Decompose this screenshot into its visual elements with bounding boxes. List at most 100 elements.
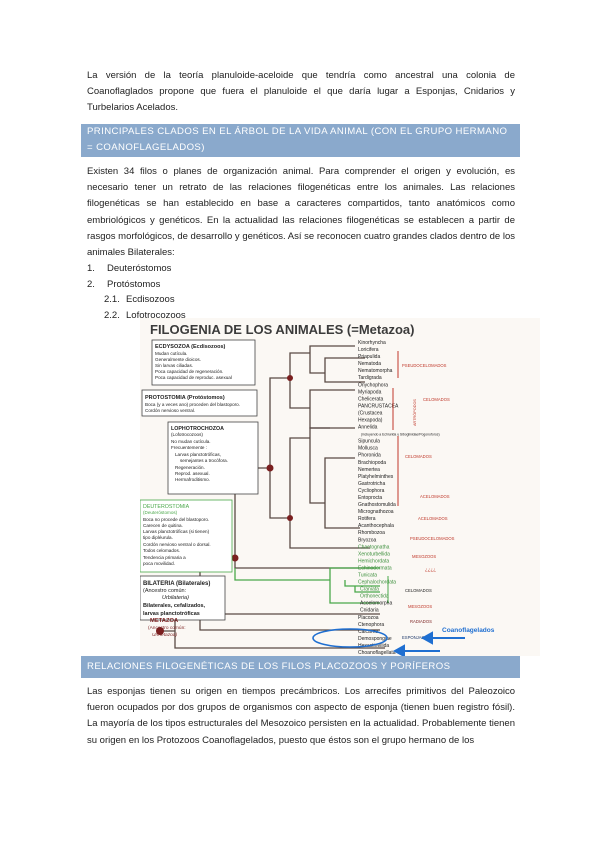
taxon-label: Nemertea — [358, 467, 380, 473]
svg-text:DEUTEROSTOMIA: DEUTEROSTOMIA — [143, 504, 190, 510]
taxon-label: Micrognathozoa — [358, 509, 394, 515]
taxon-label: Platyhelminthes — [358, 474, 394, 480]
taxon-label: Rhombozoa — [358, 530, 385, 536]
figure-title: FILOGENIA DE LOS ANIMALES (=Metazoa) — [150, 322, 414, 337]
svg-text:tipo dipléurula.: tipo dipléurula. — [143, 535, 173, 540]
section-body-placozoos: Las esponjas tienen su origen en tiempos… — [87, 686, 515, 746]
svg-text:MESOZOOS: MESOZOOS — [412, 554, 436, 559]
svg-text:Larvas planctotróficas,: Larvas planctotróficas, — [175, 452, 221, 457]
annotation-boxes: ECDYSOZOA (Ecdisozoos) Mudan cutícula. G… — [139, 339, 259, 638]
svg-text:Frecuentemente :: Frecuentemente : — [171, 445, 207, 450]
deuterostomia-box — [139, 499, 233, 573]
taxon-label: Entoprocta — [358, 495, 382, 501]
section-heading-placozoos: RELACIONES FILOGENÉTICAS DE LOS FILOS PL… — [81, 656, 520, 678]
taxon-label: Echinodermata — [358, 566, 392, 572]
svg-text:Generalmente dioicos.: Generalmente dioicos. — [155, 357, 201, 362]
section-heading-clados: PRINCIPALES CLADOS EN EL ÁRBOL DE LA VID… — [81, 124, 520, 157]
sponges-highlight — [312, 628, 388, 648]
svg-text:Regeneración.: Regeneración. — [175, 465, 205, 470]
taxon-label: (incluyendo a Echiurida y Siboglinidae/P… — [361, 433, 440, 437]
bilateria-box — [139, 575, 226, 621]
svg-text:RADIADOS: RADIADOS — [410, 619, 432, 624]
svg-text:Reprod. asexual.: Reprod. asexual. — [175, 471, 210, 476]
svg-text:BILATERIA (Bilaterales): BILATERIA (Bilaterales) — [143, 581, 210, 587]
taxon-label: Xenoturbellida — [358, 551, 390, 557]
taxon-label: (Crustacea — [358, 411, 383, 417]
taxon-label: Acoelomorpha — [360, 601, 392, 607]
taxon-label: Annelida — [358, 425, 378, 431]
svg-text:CELOMADOS: CELOMADOS — [423, 397, 450, 402]
svg-text:(Ancestro común:: (Ancestro común: — [143, 588, 187, 594]
protostomia-box — [141, 389, 258, 417]
taxon-label: Craniata — [360, 587, 379, 593]
svg-text:Hermafroditismo.: Hermafroditismo. — [175, 477, 210, 482]
taxa-labels: KinorhynchaLoriciferaPriapulidaNematodaN… — [358, 340, 440, 656]
svg-text:Urbilateria): Urbilateria) — [162, 595, 189, 601]
svg-text:ACELOMADOS: ACELOMADOS — [418, 516, 448, 521]
taxon-label: Cnidaria — [360, 608, 379, 614]
deuterostome-branches — [234, 567, 380, 604]
section-body-clados: Existen 34 filos o planes de organizació… — [87, 166, 515, 259]
taxon-label: Ctenophora — [358, 622, 384, 628]
svg-text:LOPHOTROCHOZOA: LOPHOTROCHOZOA — [171, 426, 224, 432]
taxon-label: Gnathostomulida — [358, 502, 396, 508]
list-item: 2.Protóstomos — [87, 278, 161, 290]
list-item: 1.Deuteróstomos — [87, 263, 172, 274]
lophotrochozoa-box — [167, 421, 259, 495]
intro-paragraph: La versión de la teoría planuloide-acelo… — [87, 70, 515, 114]
svg-text:¿¿¿¿: ¿¿¿¿ — [425, 567, 436, 572]
svg-text:Cordón nervioso ventral o dors: Cordón nervioso ventral o dorsal. — [143, 542, 211, 547]
taxon-label: PANCRUSTACEA — [358, 403, 399, 409]
taxon-label: Calcarea — [358, 629, 378, 635]
taxon-label: Nematomorpha — [358, 368, 393, 374]
list-item: 2.1.Ecdisozoos — [104, 294, 175, 305]
taxon-label: Cephalochordata — [358, 580, 396, 586]
svg-text:PSEUDOCELOMADOS: PSEUDOCELOMADOS — [402, 363, 447, 368]
phylogeny-svg: FILOGENIA DE LOS ANIMALES (=Metazoa) ECD… — [139, 318, 540, 658]
svg-text:Sin larvas ciliadas.: Sin larvas ciliadas. — [155, 363, 193, 368]
svg-text:semejantes a trocófora.: semejantes a trocófora. — [180, 458, 228, 463]
taxon-label: Chaetognatha — [358, 544, 390, 550]
svg-text:ESPONJAS: ESPONJAS — [402, 635, 425, 640]
svg-text:Larvas planctotróficas (si tie: Larvas planctotróficas (si tienen) — [143, 529, 210, 534]
taxon-label: Kinorhyncha — [358, 340, 386, 346]
svg-text:No mudan cutícula.: No mudan cutícula. — [171, 439, 211, 444]
coanoflagelados-label: Coanoflagelados — [442, 627, 495, 634]
svg-text:(Deuteróstomos): (Deuteróstomos) — [143, 510, 178, 515]
taxon-label: Gastrotricha — [358, 481, 385, 487]
svg-text:(Lofotrocozoos): (Lofotrocozoos) — [171, 432, 203, 437]
svg-text:Todos celomados.: Todos celomados. — [143, 548, 180, 553]
svg-text:Urmetazoa): Urmetazoa) — [152, 632, 177, 638]
svg-text:Bilaterales, cefalizados,: Bilaterales, cefalizados, — [143, 603, 206, 609]
taxon-label: Brachiopoda — [358, 460, 386, 466]
taxon-label: Loricifera — [358, 347, 379, 353]
taxon-label: Demospongiae — [358, 636, 392, 642]
taxon-label: Hexapoda) — [358, 418, 383, 424]
svg-text:CELOMADOS: CELOMADOS — [405, 588, 432, 593]
svg-text:Boca (y a veces ano) proceden: Boca (y a veces ano) proceden del blasto… — [145, 402, 240, 407]
svg-text:larvas planctotróficas: larvas planctotróficas — [143, 611, 200, 617]
taxon-label: Choanoflagellata — [358, 650, 396, 656]
taxon-label: Tardigrada — [358, 375, 382, 381]
phylogeny-figure: FILOGENIA DE LOS ANIMALES (=Metazoa) ECD… — [139, 318, 540, 658]
svg-text:Cordón nervioso ventral.: Cordón nervioso ventral. — [145, 408, 195, 413]
svg-text:ARTRÓPODOS: ARTRÓPODOS — [412, 399, 417, 426]
svg-text:Carecen de quitina.: Carecen de quitina. — [143, 523, 183, 528]
taxon-label: Hemichordata — [358, 558, 389, 564]
taxon-label: Nematoda — [358, 361, 381, 367]
side-labels: PSEUDOCELOMADOS CELOMADOS ARTRÓPODOS CEL… — [387, 351, 455, 640]
taxon-label: Tunicata — [358, 573, 377, 579]
svg-text:Poca capacidad de reproduc. as: Poca capacidad de reproduc. asexual — [155, 375, 232, 380]
svg-text:METAZOA: METAZOA — [150, 618, 179, 624]
taxon-label: Acanthocephala — [358, 523, 394, 529]
svg-text:ECDYSOZOA (Ecdisozoos): ECDYSOZOA (Ecdisozoos) — [155, 344, 226, 350]
svg-text:poca movilidad.: poca movilidad. — [143, 561, 175, 566]
taxon-label: Chelicerata — [358, 396, 384, 402]
svg-text:CELOMADOS: CELOMADOS — [405, 454, 432, 459]
taxon-label: Onychophora — [358, 382, 388, 388]
svg-text:Mudan cutícula.: Mudan cutícula. — [155, 351, 187, 356]
svg-text:(Ancestro común:: (Ancestro común: — [148, 625, 186, 631]
taxon-label: Myriapoda — [358, 389, 382, 395]
svg-text:PROTOSTOMIA (Protóstomos): PROTOSTOMIA (Protóstomos) — [145, 395, 225, 401]
svg-text:ACELOMADOS: ACELOMADOS — [420, 494, 450, 499]
